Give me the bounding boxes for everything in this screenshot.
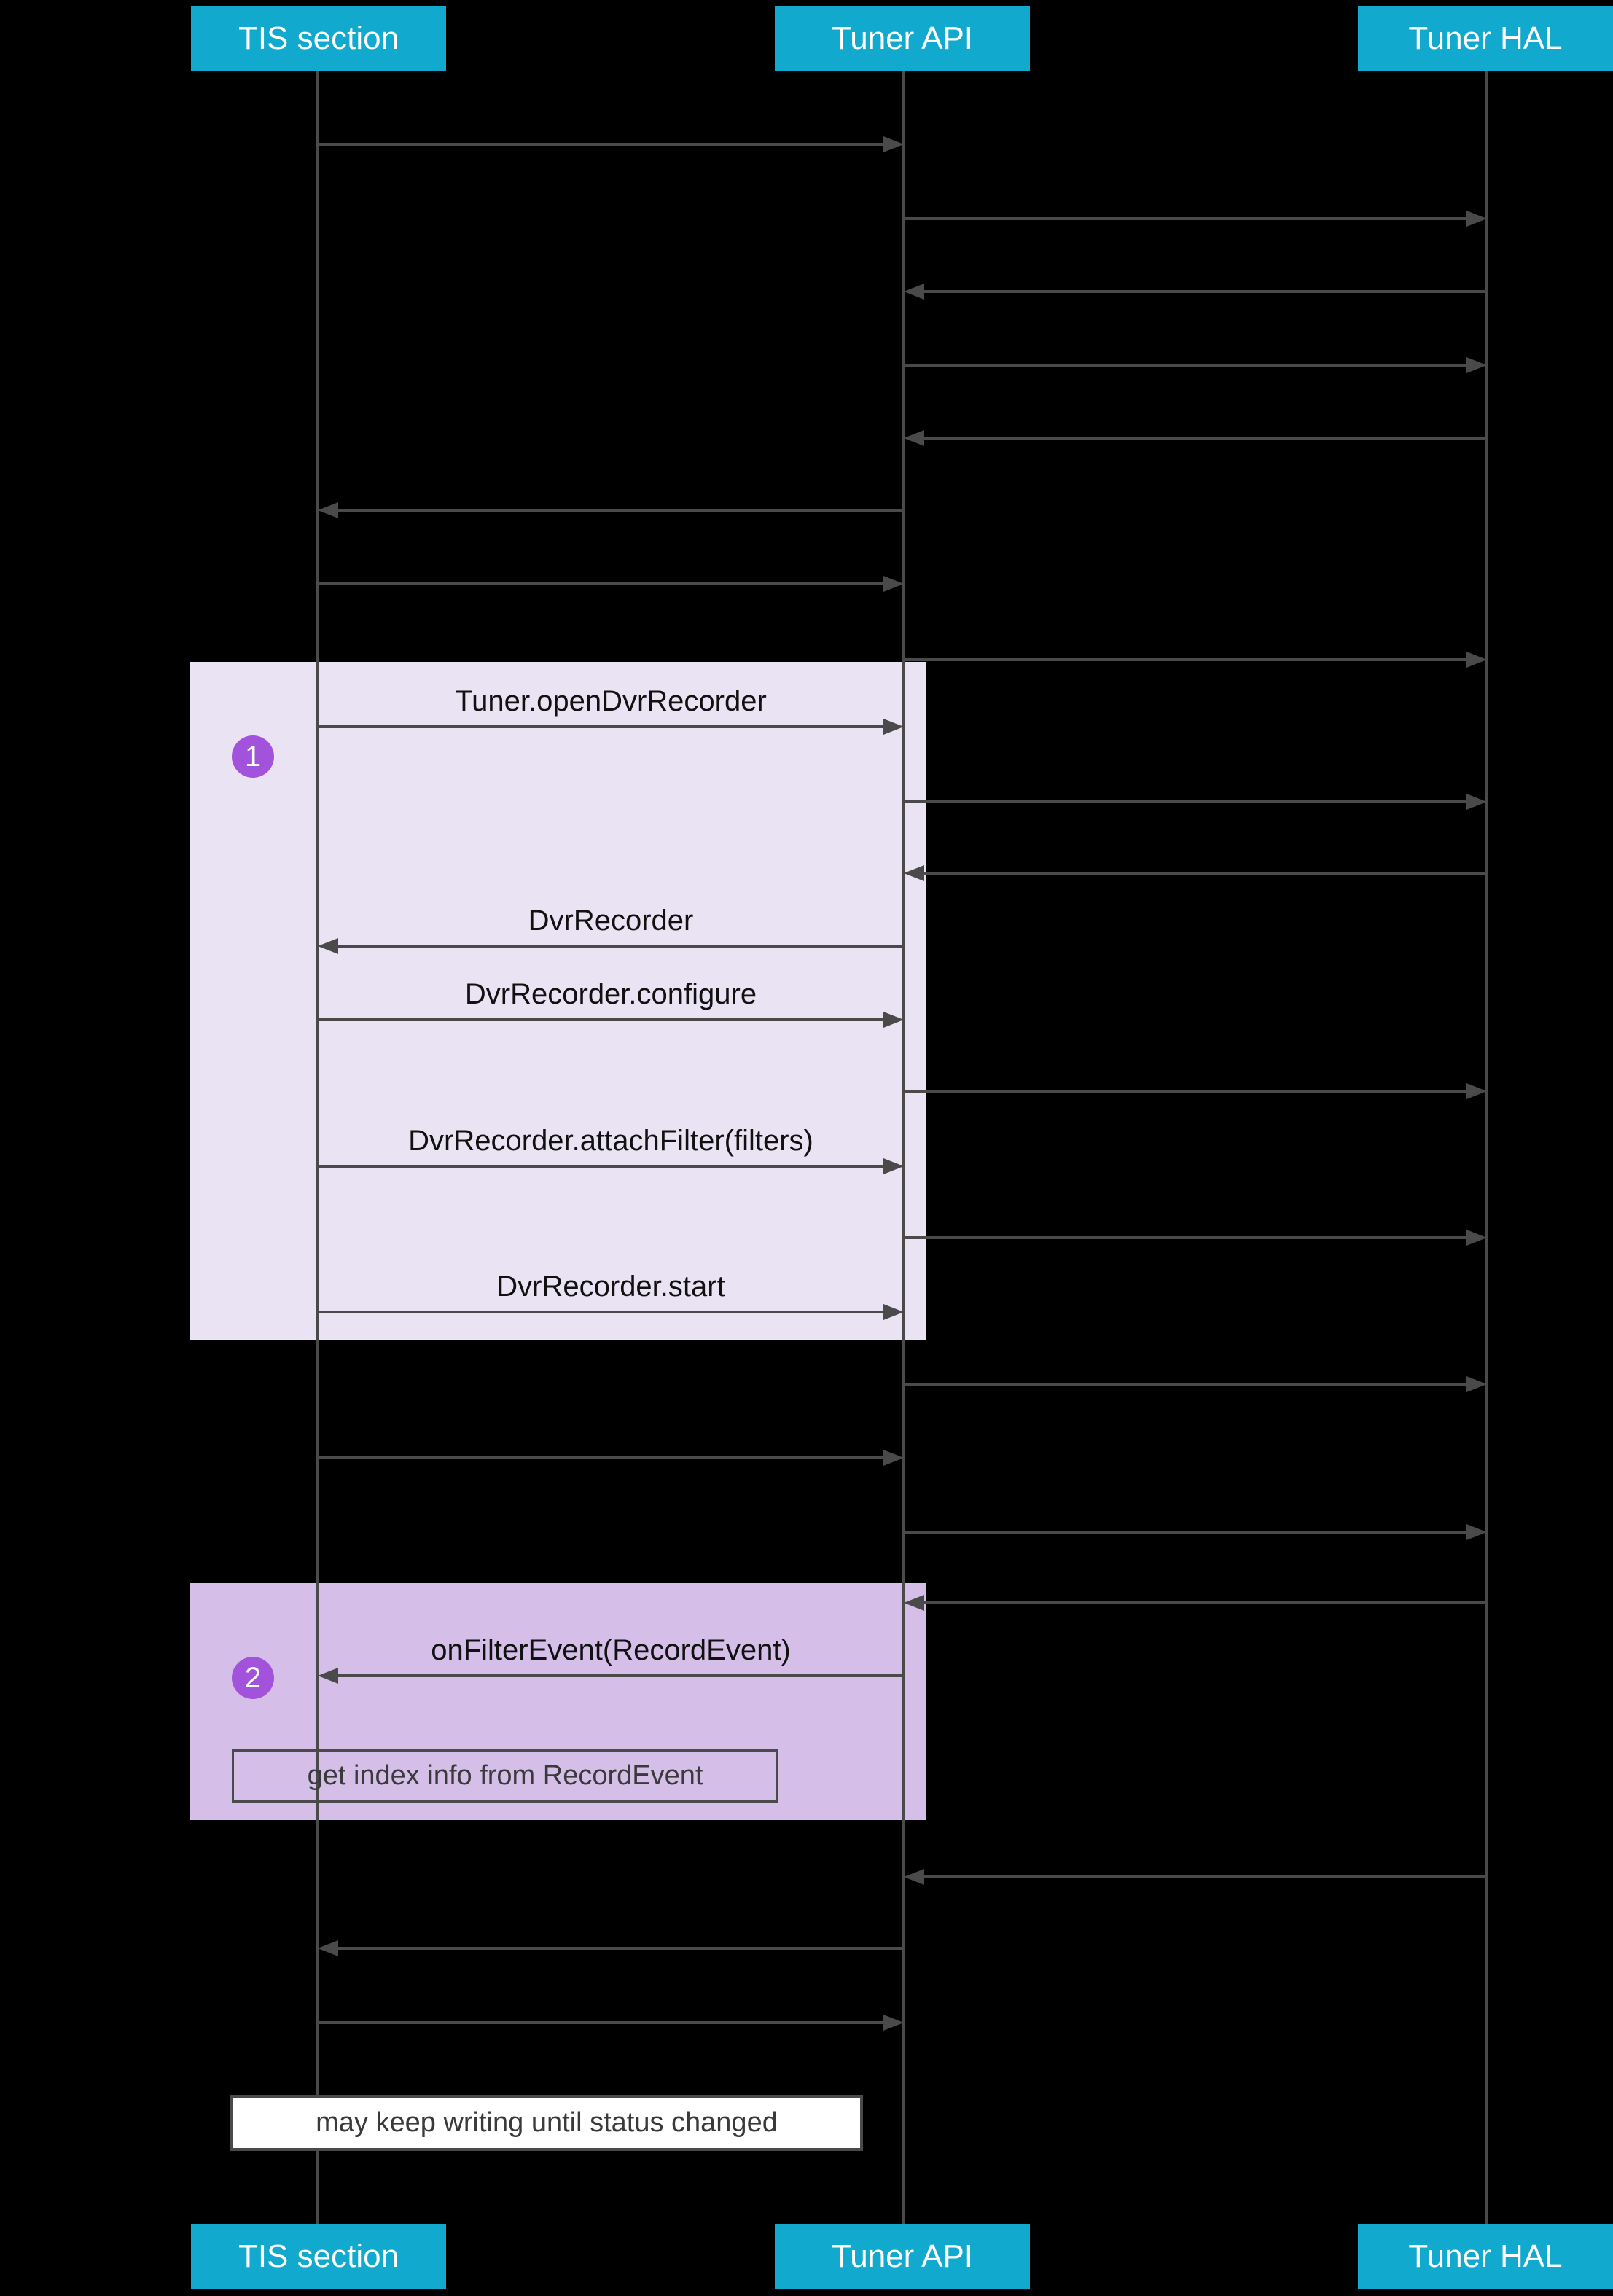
message-arrowhead	[883, 1450, 904, 1466]
message-line	[338, 1947, 904, 1950]
message-line	[338, 1674, 904, 1677]
participant-header-api-bottom: Tuner API	[775, 2224, 1030, 2289]
lifeline-tuner-api	[902, 71, 905, 2224]
participant-header-tis-bottom: TIS section	[191, 2224, 446, 2289]
message-arrowhead	[1466, 1230, 1487, 1246]
message-arrowhead	[883, 1158, 904, 1174]
message-line	[924, 437, 1487, 440]
message-arrowhead	[318, 1940, 338, 1956]
participant-header-api-top: Tuner API	[775, 6, 1030, 71]
message-label: DvrRecorder.start	[496, 1270, 725, 1303]
participant-header-hal-bottom: Tuner HAL	[1358, 2224, 1613, 2289]
step-badge-2: 2	[232, 1657, 274, 1699]
message-arrowhead	[1466, 1083, 1487, 1099]
message-arrowhead	[1466, 794, 1487, 810]
message-line	[904, 1531, 1466, 1534]
message-arrowhead	[883, 2015, 904, 2031]
message-arrowhead	[1466, 652, 1487, 668]
message-arrowhead	[883, 1012, 904, 1028]
message-line	[318, 1018, 883, 1021]
highlight-region-2	[190, 1583, 926, 1820]
message-arrowhead	[1466, 357, 1487, 373]
message-line	[318, 143, 883, 146]
note-get-index-info: get index info from RecordEvent	[232, 1749, 778, 1803]
message-line	[338, 509, 904, 512]
message-line	[904, 364, 1466, 367]
message-arrowhead	[1466, 1376, 1487, 1392]
message-arrowhead	[883, 719, 904, 735]
message-label: Tuner.openDvrRecorder	[455, 685, 767, 717]
message-line	[318, 1165, 883, 1168]
message-arrowhead	[904, 1869, 924, 1885]
message-arrowhead	[1466, 211, 1487, 227]
message-line	[924, 290, 1487, 293]
message-label: DvrRecorder	[528, 905, 694, 937]
message-line	[338, 945, 904, 948]
participant-header-hal-top: Tuner HAL	[1358, 6, 1613, 71]
message-line	[318, 2021, 883, 2024]
message-label: DvrRecorder.attachFilter(filters)	[408, 1125, 813, 1157]
message-arrowhead	[904, 1595, 924, 1611]
message-line	[904, 217, 1466, 220]
message-arrowhead	[883, 1304, 904, 1320]
highlight-region-1	[190, 662, 926, 1340]
step-badge-1: 1	[232, 735, 274, 778]
message-line	[318, 725, 883, 728]
message-line	[904, 800, 1466, 803]
message-arrowhead	[318, 502, 338, 518]
message-arrowhead	[904, 430, 924, 446]
message-line	[924, 1875, 1487, 1878]
message-line	[318, 1311, 883, 1313]
message-label: DvrRecorder.configure	[464, 978, 757, 1010]
lifeline-tuner-hal	[1485, 71, 1488, 2224]
message-line	[904, 1090, 1466, 1093]
message-line	[318, 1456, 883, 1459]
message-arrowhead	[883, 576, 904, 592]
message-line	[904, 658, 1466, 661]
message-label: onFilterEvent(RecordEvent)	[431, 1634, 791, 1666]
message-arrowhead	[1466, 1524, 1487, 1540]
message-arrowhead	[904, 284, 924, 300]
message-arrowhead	[318, 938, 338, 954]
message-line	[924, 1601, 1487, 1604]
message-line	[924, 872, 1487, 875]
note-may-keep-writing: may keep writing until status changed	[230, 2095, 863, 2151]
lifeline-tis-section	[316, 71, 319, 2224]
message-arrowhead	[883, 136, 904, 152]
message-line	[904, 1236, 1466, 1239]
message-line	[318, 582, 883, 585]
participant-header-tis-top: TIS section	[191, 6, 446, 71]
message-arrowhead	[318, 1668, 338, 1684]
message-line	[904, 1383, 1466, 1386]
message-arrowhead	[904, 865, 924, 881]
